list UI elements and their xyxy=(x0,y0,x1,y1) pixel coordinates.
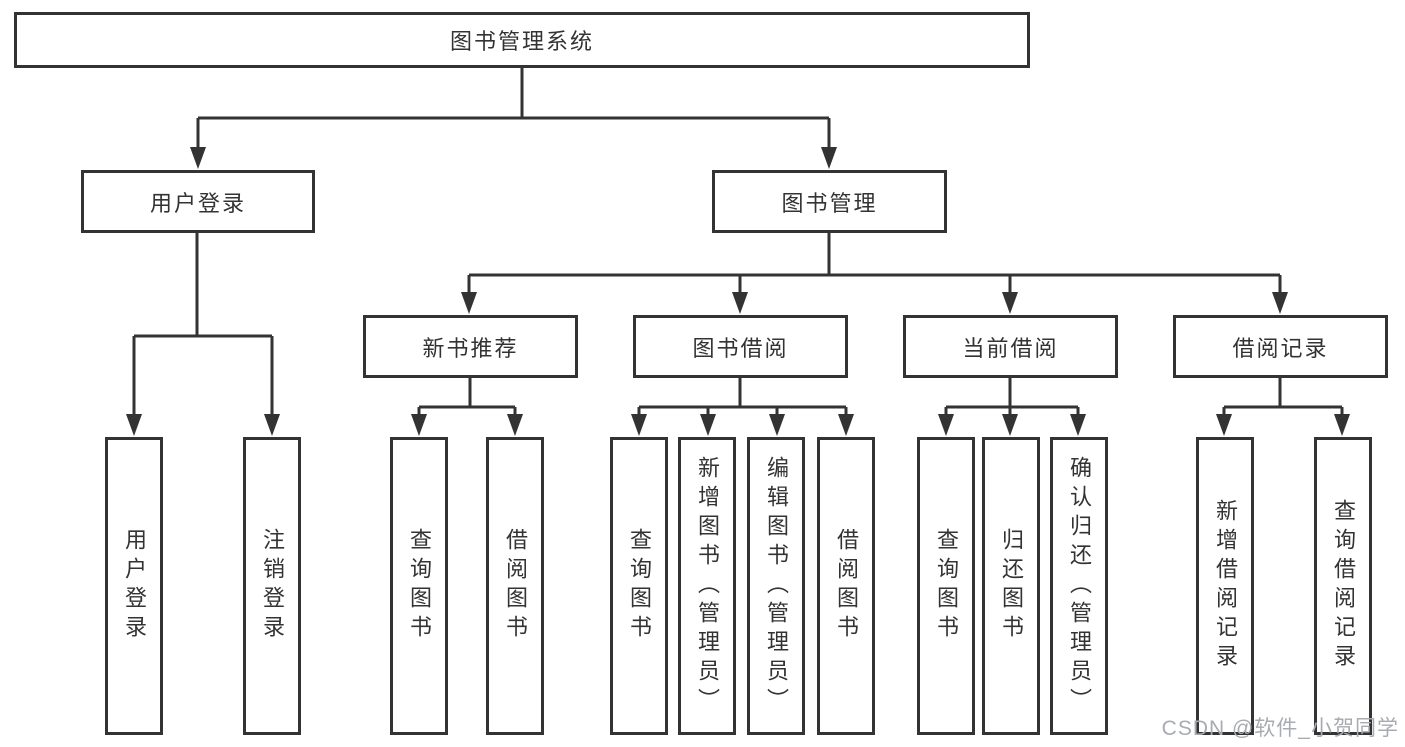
leaf-add-borrow-record: 新增借阅记录 xyxy=(1196,437,1254,735)
node-label: 注销登录 xyxy=(260,528,285,644)
leaf-query-books-borrowing: 查询图书 xyxy=(610,437,668,735)
leaf-query-borrow-record: 查询借阅记录 xyxy=(1314,437,1372,735)
node-user-login: 用户登录 xyxy=(81,170,315,233)
node-root-system: 图书管理系统 xyxy=(14,12,1030,68)
leaf-logout: 注销登录 xyxy=(243,437,301,735)
node-label: 用户登录 xyxy=(149,190,246,216)
node-label: 查询图书 xyxy=(407,528,432,644)
leaf-return-books: 归还图书 xyxy=(982,437,1040,735)
csdn-watermark: CSDN @软件_小贺同学 xyxy=(1161,717,1399,740)
node-current-borrowing: 当前借阅 xyxy=(903,315,1118,378)
node-label: 新增借阅记录 xyxy=(1213,499,1238,673)
node-label: 当前借阅 xyxy=(962,335,1059,361)
node-label: 借阅图书 xyxy=(834,528,859,644)
node-label: 查询图书 xyxy=(627,528,652,644)
node-label: 借阅图书 xyxy=(503,528,528,644)
node-new-book-recommend: 新书推荐 xyxy=(363,315,578,378)
node-label: 用户登录 xyxy=(122,528,147,644)
node-label: 图书管理系统 xyxy=(449,29,594,54)
node-label: 确认归还（管理员） xyxy=(1067,455,1092,717)
node-label: 归还图书 xyxy=(999,528,1024,644)
node-label: 新书推荐 xyxy=(422,335,519,361)
leaf-query-books-current: 查询图书 xyxy=(917,437,975,735)
leaf-add-book-admin: 新增图书（管理员） xyxy=(678,437,736,735)
leaf-edit-book-admin: 编辑图书（管理员） xyxy=(747,437,805,735)
node-label: 借阅记录 xyxy=(1232,335,1329,361)
node-label: 新增图书（管理员） xyxy=(695,455,720,717)
node-label: 查询图书 xyxy=(934,528,959,644)
leaf-user-login: 用户登录 xyxy=(105,437,163,735)
node-label: 查询借阅记录 xyxy=(1331,499,1356,673)
leaf-borrow-books-recommend: 借阅图书 xyxy=(486,437,544,735)
leaf-borrow-books-borrowing: 借阅图书 xyxy=(817,437,875,735)
node-label: 图书借阅 xyxy=(692,335,789,361)
leaf-confirm-return-admin: 确认归还（管理员） xyxy=(1050,437,1108,735)
node-borrowing-records: 借阅记录 xyxy=(1173,315,1388,378)
leaf-query-books-recommend: 查询图书 xyxy=(390,437,448,735)
node-book-management: 图书管理 xyxy=(712,170,947,233)
node-label: 图书管理 xyxy=(781,190,878,216)
node-book-borrowing: 图书借阅 xyxy=(633,315,848,378)
node-label: 编辑图书（管理员） xyxy=(764,455,789,717)
